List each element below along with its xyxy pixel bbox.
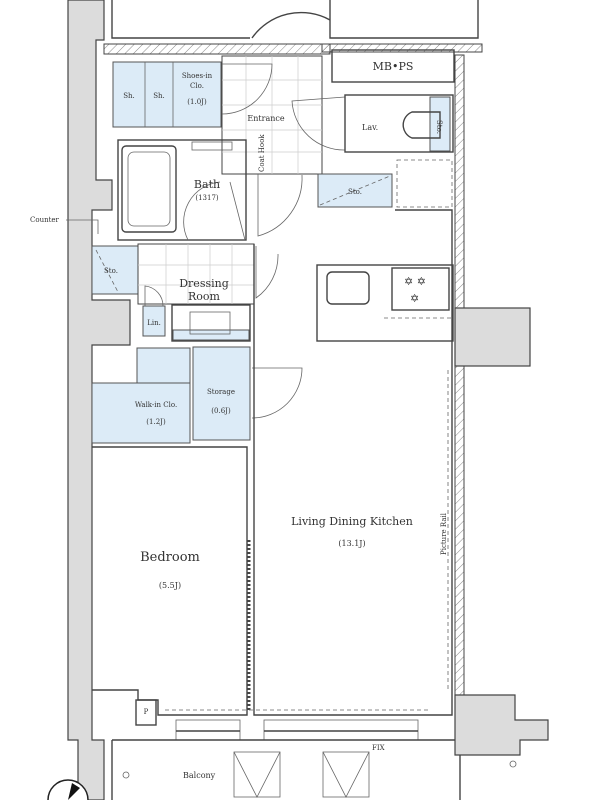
sink-icon [326,271,370,305]
walkin-label: Walk-in Clo. [135,401,177,409]
upper-unit-outline [111,0,479,39]
stove-icon [391,267,450,311]
linen-closet [142,305,166,337]
storage-room [192,346,251,441]
storage-label: Storage [207,388,235,396]
ac-unit-1 [233,751,281,798]
kitchen-counter [316,264,454,342]
dressing-floor [137,243,255,305]
storage-door[interactable] [251,367,303,419]
bedroom-size: (5.5J) [159,581,181,590]
pipe-label: P [144,708,149,716]
bedroom [92,446,248,716]
linen-label: Lin. [147,319,161,327]
north-compass-icon [47,779,89,800]
right-wall [454,54,465,711]
walkin-size: (1.2J) [146,418,166,426]
sto-left-label: Sto. [104,267,118,275]
living-dining-kitchen [253,209,453,716]
shoes-size: (1.0J) [187,98,207,106]
coat-hook-label: Coat Hook [258,134,266,172]
storage-size: (0.6J) [211,407,231,415]
shoes-label-2: Clo. [190,82,204,90]
fix-label: FIX [372,744,385,752]
door-swing[interactable] [257,174,303,237]
lav-sto-label: Sto. [435,120,443,134]
picture-rail-label: Picture Rail [440,512,448,555]
toilet-icon [402,111,441,139]
top-wall [103,43,331,55]
column-bottom-right [454,694,549,756]
bath-size: (1317) [195,194,219,202]
entrance-door[interactable] [221,63,273,115]
burner-icon: ✡ ✡ [404,275,426,288]
bath-door[interactable] [183,181,246,241]
bath-label: Bath [194,178,220,191]
lavatory [344,94,454,153]
balcony [111,739,461,800]
mbps-shaft [331,49,455,83]
ldk-size: (13.1J) [338,539,365,548]
exterior-wall-left [67,0,131,800]
ldk-label: Living Dining Kitchen [291,515,413,528]
shoes-sh-2: Sh. [153,92,165,100]
dressing-label: Dressing [179,277,229,290]
bathtub [121,145,177,233]
balcony-label: Balcony [183,771,216,780]
shoes-closet [112,61,222,128]
walk-in-closet [136,347,191,384]
entrance-floor [221,55,323,175]
lav-label: Lav. [362,123,378,132]
window-bedroom[interactable] [175,719,241,741]
column-right [454,307,531,367]
dressing-label-2: Room [188,290,221,303]
entrance-label: Entrance [247,114,284,123]
bedroom-label: Bedroom [140,550,200,565]
window-ldk[interactable] [263,719,419,741]
sto-center-label: Sto. [348,188,362,196]
shoes-label: Shoes-in [182,72,213,80]
shoes-sh-1: Sh. [123,92,135,100]
top-wall-right [321,43,483,53]
bathroom [117,139,247,241]
lav-door[interactable] [291,96,346,151]
counter-label: Counter [30,216,60,224]
vanity [171,304,251,342]
dressing-door[interactable] [255,246,279,299]
mbps-label: MB•PS [373,60,414,73]
ac-unit-2 [322,751,370,798]
burner-icon-2: ✡ [410,292,419,305]
